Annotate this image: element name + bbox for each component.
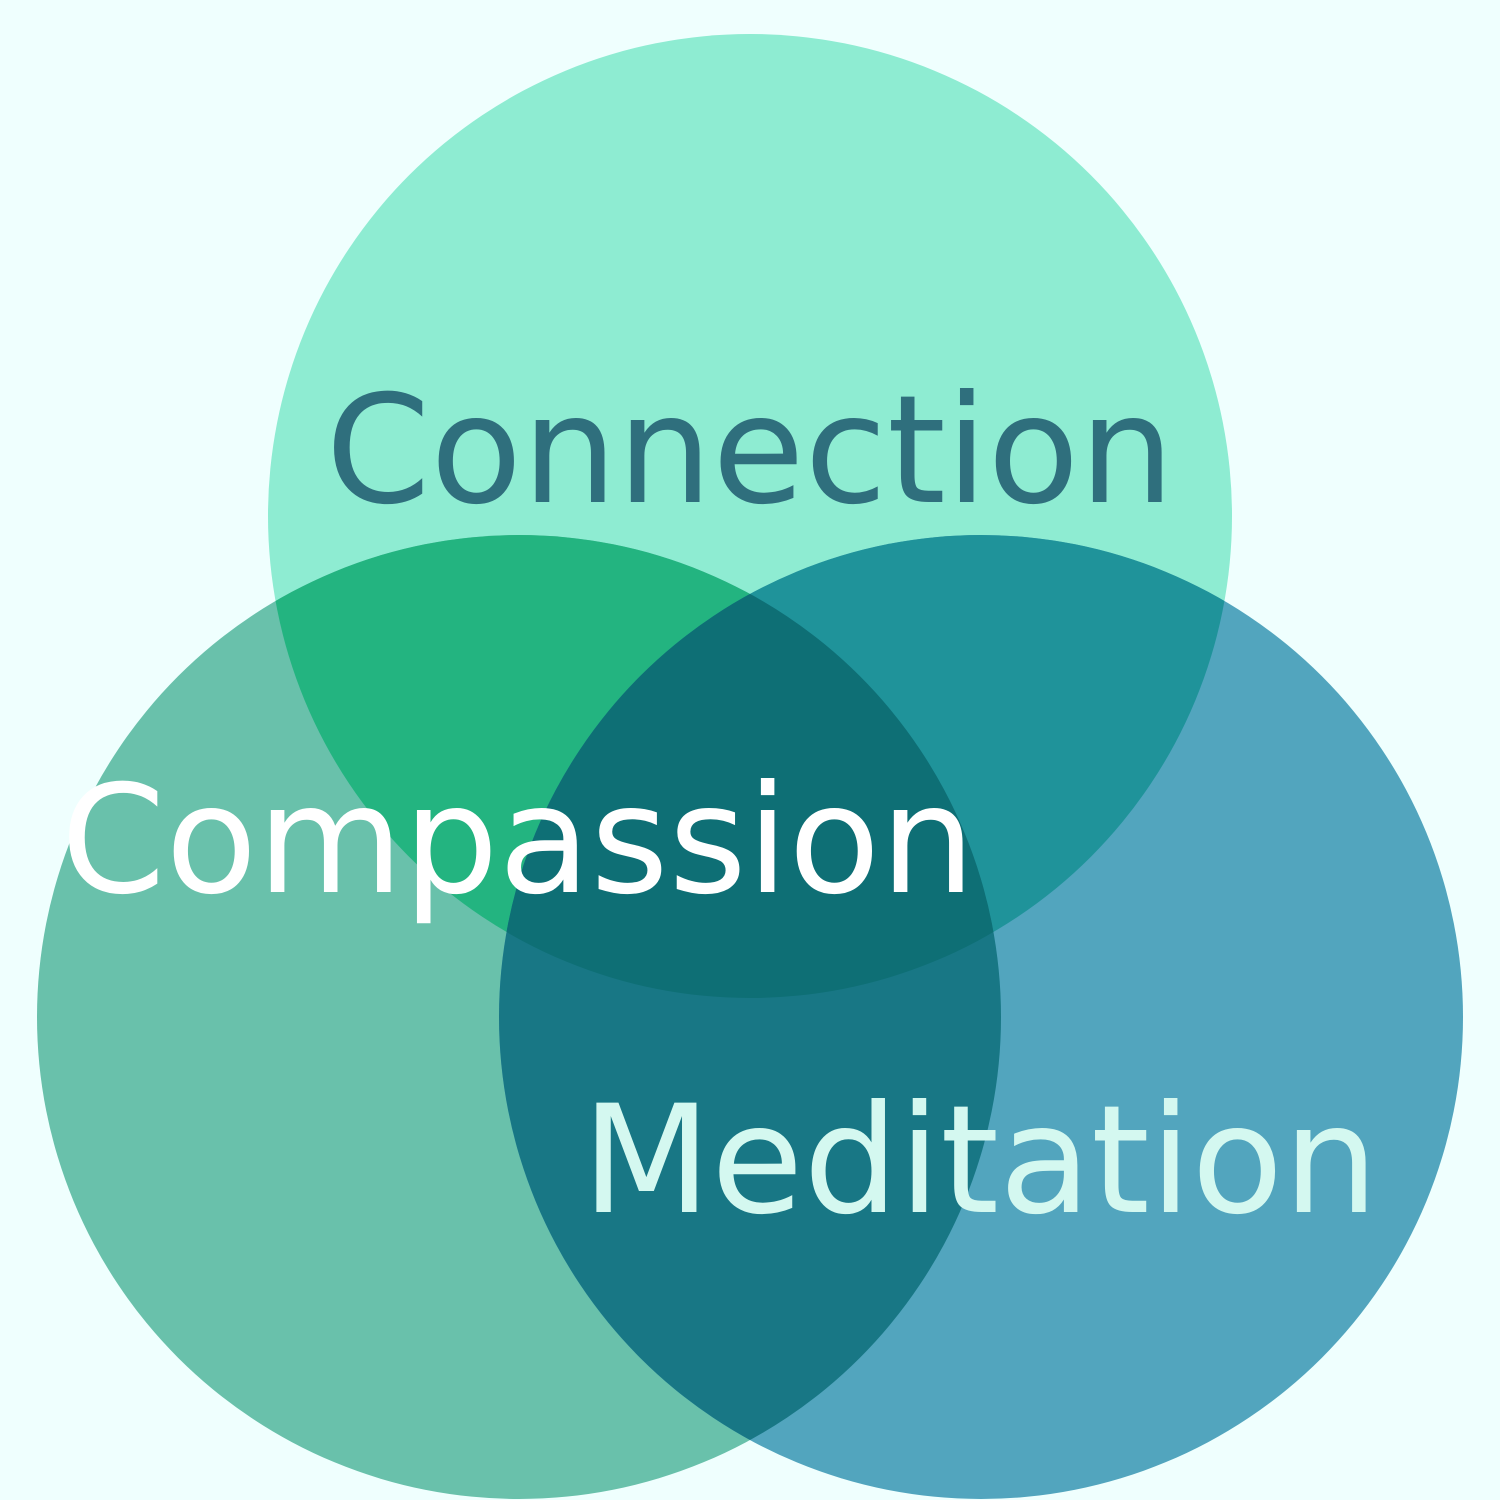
label-connection: Connection: [326, 364, 1175, 538]
label-compassion: Compassion: [61, 754, 976, 928]
overlap-all-three: [499, 535, 1001, 998]
label-meditation: Meditation: [582, 1074, 1379, 1248]
